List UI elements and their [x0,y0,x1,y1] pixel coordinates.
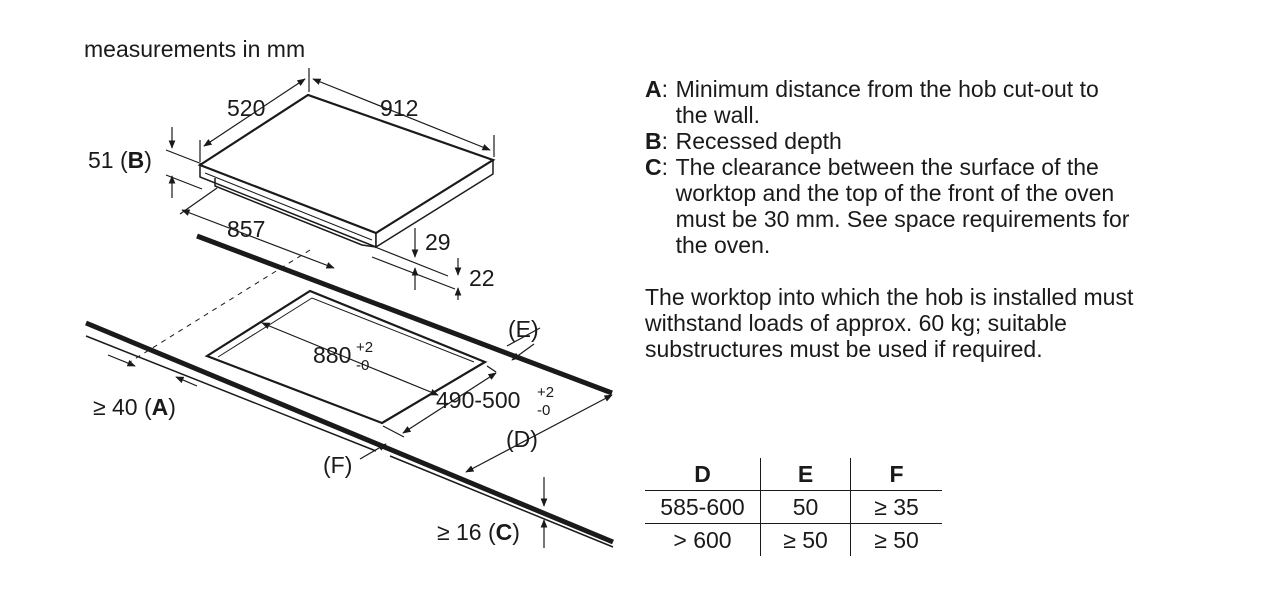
dim-wall-distance-label: ≥ 40 (A) [93,394,176,420]
table-cell: 50 [760,490,851,524]
dim-cutout-depth-tol-plus: +2 [537,384,554,401]
legend: A: Minimum distance from the hob cut-out… [645,76,1165,258]
dim-width-label: 912 [380,95,418,121]
table-header: D [694,460,711,487]
dim-depth-label: 520 [227,95,265,121]
table-row: > 600 ≥ 50 ≥ 50 [645,523,942,556]
legend-key: A [645,76,662,102]
label-d: (D) [506,426,538,452]
legend-item-a: A: Minimum distance from the hob cut-out… [645,76,1165,128]
table-cell: ≥ 50 [850,523,942,556]
dim-inner-width-label: 857 [227,216,265,242]
dim-clearance-label: ≥ 16 (C) [437,519,520,545]
dim-cutout-width-tol-minus: -0 [356,357,369,374]
installation-diagram: measurements in mm [84,36,614,548]
legend-text: The clearance between the surface of the… [675,154,1130,258]
dim-glass-thickness-label: 29 [425,229,451,255]
worktop [85,233,614,548]
legend-text: Minimum distance from the hob cut-out to… [675,76,1099,128]
table-cell: 585-600 [645,490,761,524]
dimension-lines [107,68,613,548]
dim-frame-height-label: 22 [469,265,495,291]
legend-item-b: B: Recessed depth [645,128,1165,154]
dim-cutout-width-label: 880 [313,342,351,368]
table-header-row: D E F [645,458,942,491]
units-label: measurements in mm [84,36,305,62]
legend-key: B [645,128,662,154]
dim-cutout-depth-label: 490-500 [436,387,520,413]
projection-line [124,249,311,366]
table-cell: ≥ 35 [850,490,942,524]
table-cell: ≥ 50 [760,523,851,556]
dim-cutout-width-tol-plus: +2 [356,339,373,356]
load-note: The worktop into which the hob is instal… [645,284,1134,362]
label-e: (E) [508,316,539,342]
dim-recessed-depth-label: 51 (B) [88,147,152,173]
distance-table: D E F 585-600 50 ≥ 35 > 600 ≥ 50 ≥ 50 [645,458,942,556]
legend-key: C [645,154,662,180]
hob-cutout [204,289,488,425]
legend-text: Recessed depth [675,128,842,154]
label-f: (F) [323,452,352,478]
table-header: E [760,458,851,491]
table-row: 585-600 50 ≥ 35 [645,490,942,524]
table-cell: > 600 [645,523,761,556]
legend-item-c: C: The clearance between the surface of … [645,154,1165,258]
dim-cutout-depth-tol-minus: -0 [537,402,550,419]
table-header: F [850,458,942,491]
